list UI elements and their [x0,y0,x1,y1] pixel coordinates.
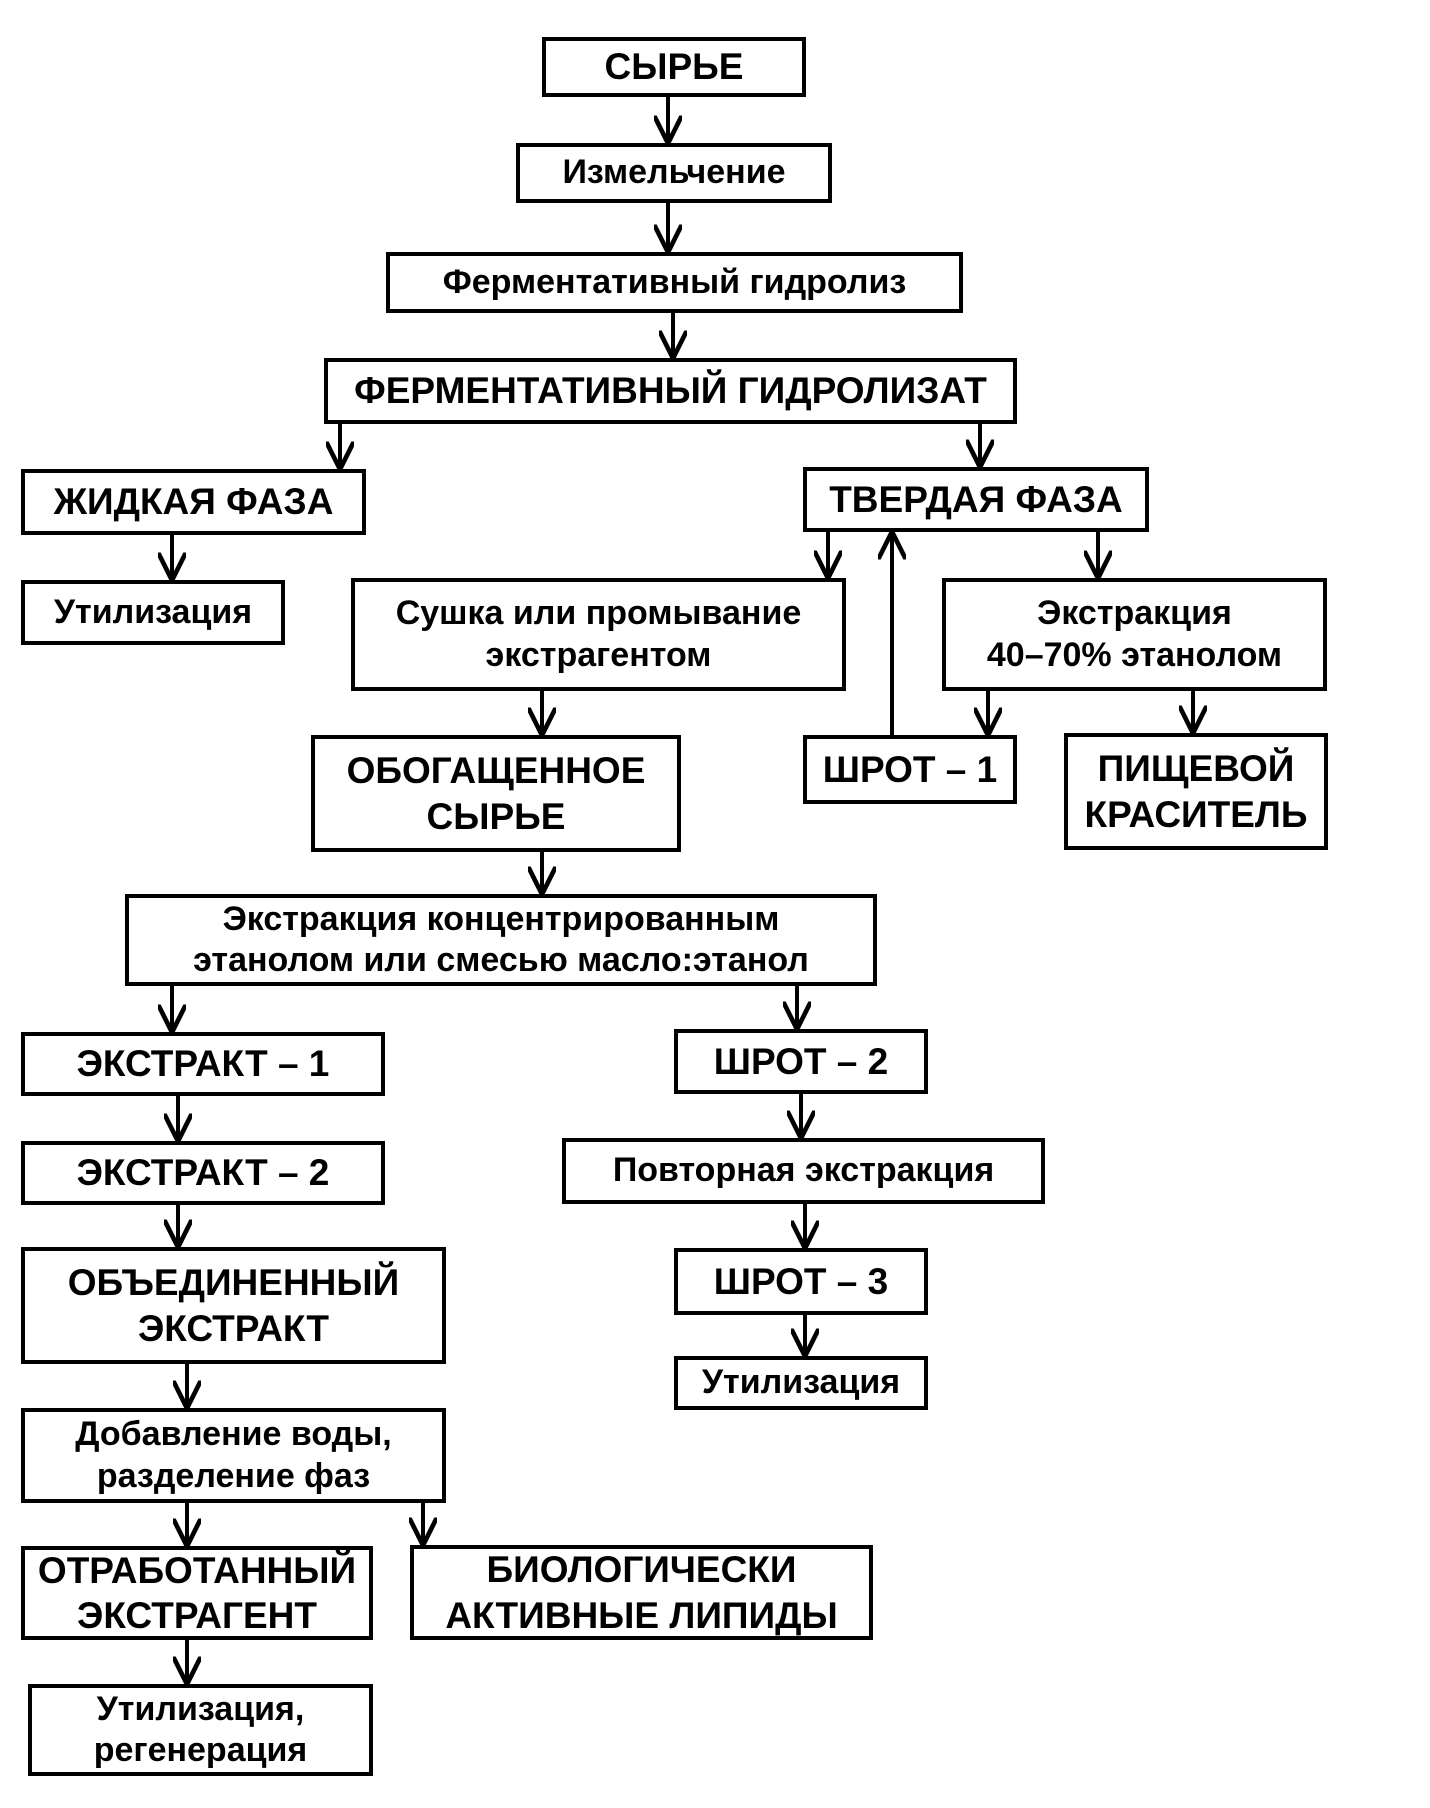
node-extract-1: ЭКСТРАКТ – 1 [21,1032,385,1096]
node-bioactive-lipids: БИОЛОГИЧЕСКИ АКТИВНЫЕ ЛИПИДЫ [410,1545,873,1640]
node-extraction-concentrated: Экстракция концентрированным этанолом ил… [125,894,877,986]
node-meal-2: ШРОТ – 2 [674,1029,928,1094]
node-solid-phase: ТВЕРДАЯ ФАЗА [803,467,1149,532]
node-grinding: Измельчение [516,143,832,203]
node-meal-1: ШРОТ – 1 [803,735,1017,804]
node-raw: СЫРЬЕ [542,37,806,97]
node-combined-extract: ОБЪЕДИНЕННЫЙ ЭКСТРАКТ [21,1247,446,1364]
node-disposal-1: Утилизация [21,580,285,645]
node-extract-2: ЭКСТРАКТ – 2 [21,1141,385,1205]
node-hydrolysis: Ферментативный гидролиз [386,252,963,313]
node-disposal-2: Утилизация [674,1356,928,1410]
node-drying: Сушка или промывание экстрагентом [351,578,846,691]
node-repeated-extraction: Повторная экстракция [562,1138,1045,1204]
node-spent-extractant: ОТРАБОТАННЫЙ ЭКСТРАГЕНТ [21,1546,373,1640]
node-liquid-phase: ЖИДКАЯ ФАЗА [21,469,366,535]
node-hydrolysate: ФЕРМЕНТАТИВНЫЙ ГИДРОЛИЗАТ [324,358,1017,424]
node-food-dye: ПИЩЕВОЙ КРАСИТЕЛЬ [1064,733,1328,850]
node-meal-3: ШРОТ – 3 [674,1248,928,1315]
node-disposal-regeneration: Утилизация, регенерация [28,1684,373,1776]
node-extraction-ethanol: Экстракция 40–70% этанолом [942,578,1327,691]
node-enriched-raw: ОБОГАЩЕННОЕ СЫРЬЕ [311,735,681,852]
node-water-addition: Добавление воды, разделение фаз [21,1408,446,1503]
